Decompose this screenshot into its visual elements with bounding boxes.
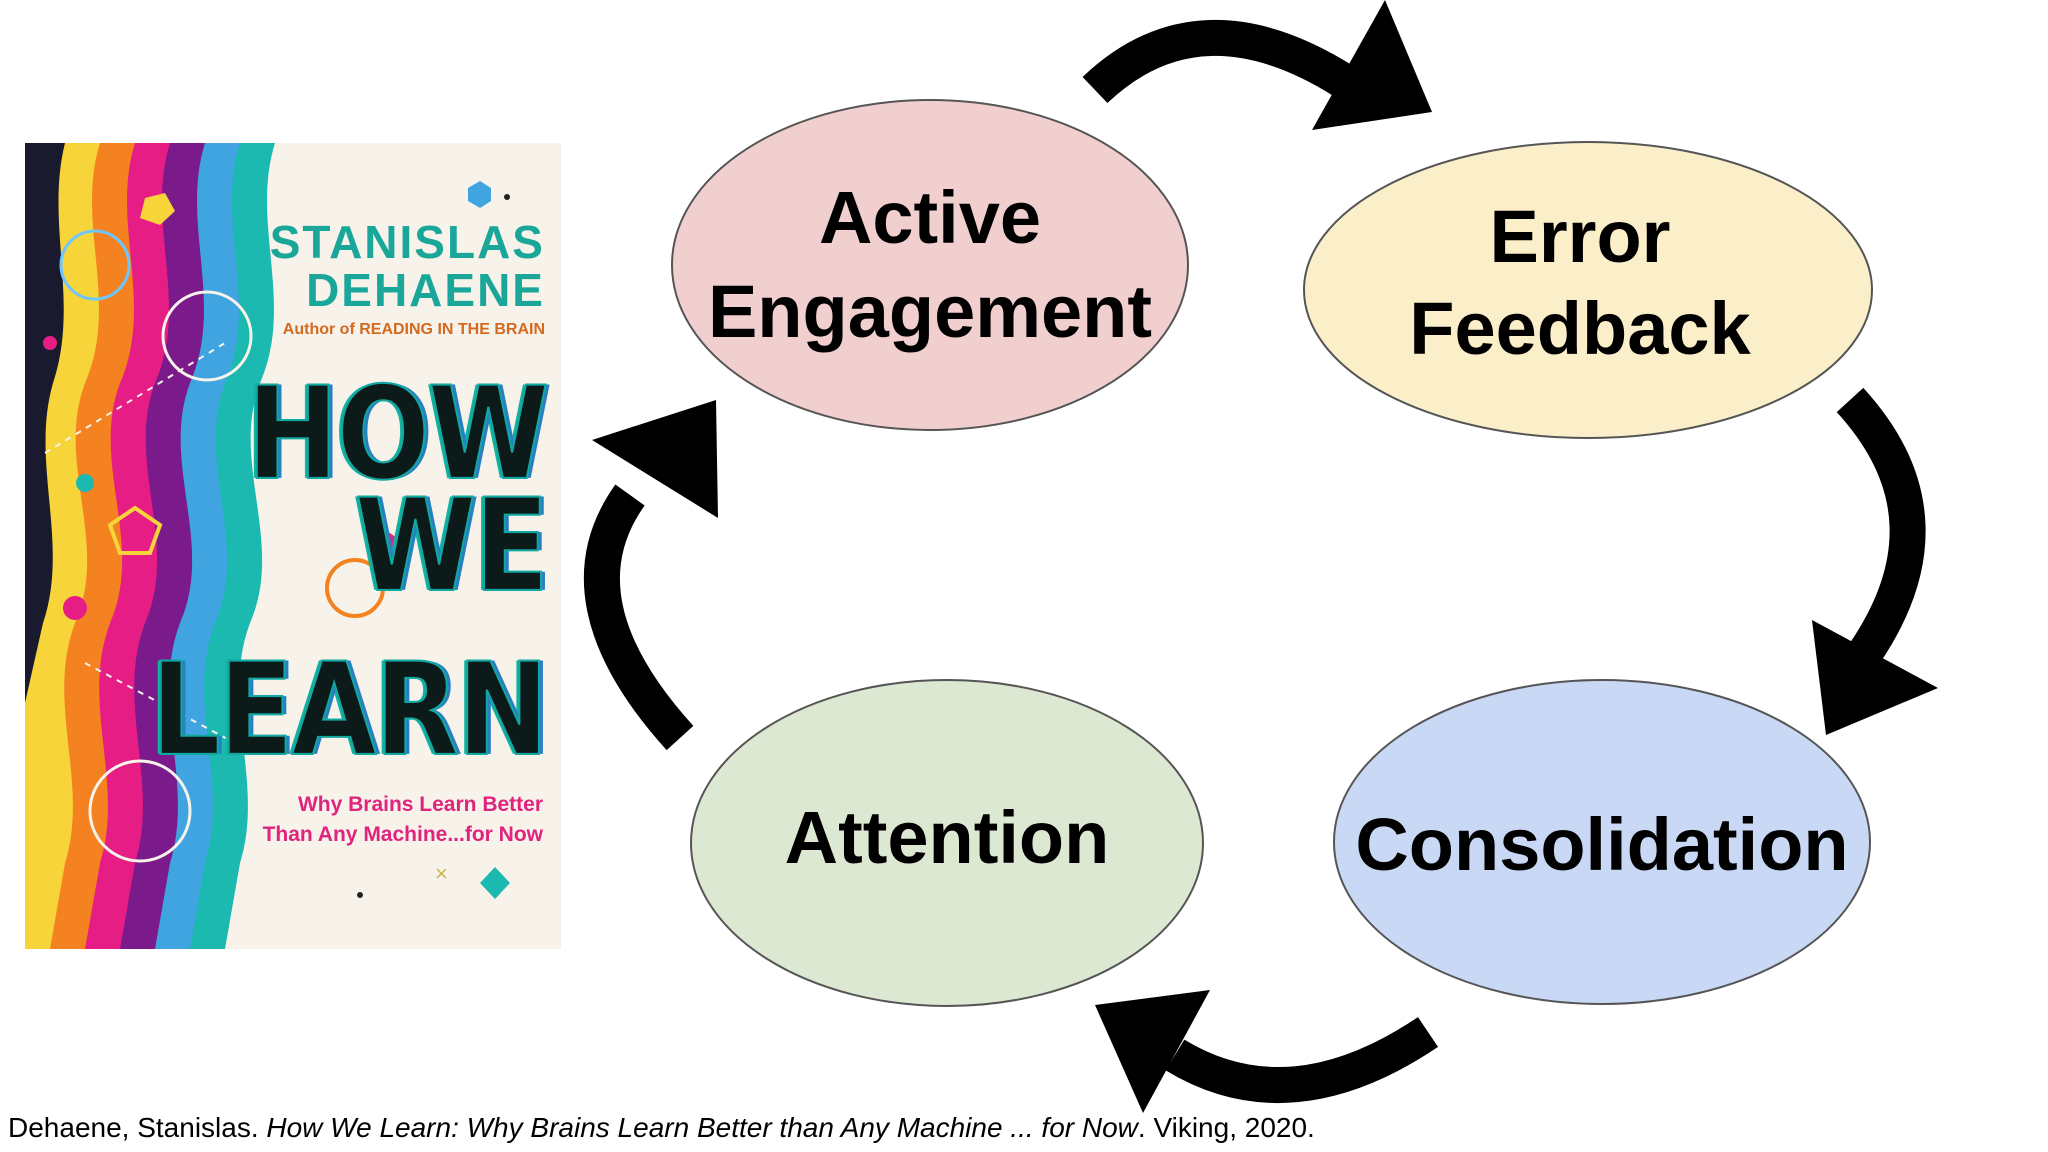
citation-title: How We Learn: Why Brains Learn Better th… — [266, 1112, 1138, 1143]
node-error-feedback: Error Feedback — [1303, 141, 1873, 439]
citation: Dehaene, Stanislas. How We Learn: Why Br… — [8, 1112, 1315, 1144]
book-title-line-3: LEARN — [150, 635, 550, 785]
citation-prefix: Dehaene, Stanislas. — [8, 1112, 267, 1143]
book-author-first-name: STANISLAS — [269, 216, 545, 268]
node-active-engagement: Active Engagement — [671, 99, 1189, 431]
node-consolidation: Consolidation — [1333, 679, 1871, 1005]
node-active-engagement-label-line-2: Engagement — [708, 270, 1152, 353]
node-error-feedback-label-line-2: Feedback — [1409, 287, 1751, 370]
book-author-tagline: Author of READING IN THE BRAIN — [282, 321, 545, 338]
book-author-last-name: DEHAENE — [306, 264, 545, 316]
node-consolidation-label: Consolidation — [1355, 803, 1848, 886]
arrow-feedback-to-consolidation — [1812, 387, 1938, 735]
node-error-feedback-shape — [1303, 141, 1873, 439]
node-active-engagement-label-line-1: Active — [819, 176, 1041, 259]
arrow-engagement-to-feedback — [1082, 0, 1432, 130]
book-cover: × STANISLAS DEHAENE Author of READING IN… — [25, 143, 561, 949]
citation-suffix: . Viking, 2020. — [1137, 1112, 1315, 1143]
book-subtitle-line-2: Than Any Machine...for Now — [262, 823, 543, 846]
node-error-feedback-label-line-1: Error — [1490, 195, 1671, 278]
node-active-engagement-shape — [671, 99, 1189, 431]
arrow-attention-to-engagement — [583, 400, 718, 751]
node-attention-label: Attention — [785, 796, 1110, 879]
node-consolidation-shape — [1333, 679, 1871, 1005]
book-title-line-1: HOW — [246, 359, 550, 509]
arrow-consolidation-to-attention — [1095, 990, 1439, 1113]
book-subtitle-line-1: Why Brains Learn Better — [297, 793, 543, 816]
book-title-line-2: WE — [354, 471, 550, 621]
node-attention: Attention — [690, 679, 1204, 1007]
node-attention-shape — [690, 679, 1204, 1007]
book-cover-art: × — [25, 143, 510, 949]
svg-text:×: × — [435, 861, 448, 886]
